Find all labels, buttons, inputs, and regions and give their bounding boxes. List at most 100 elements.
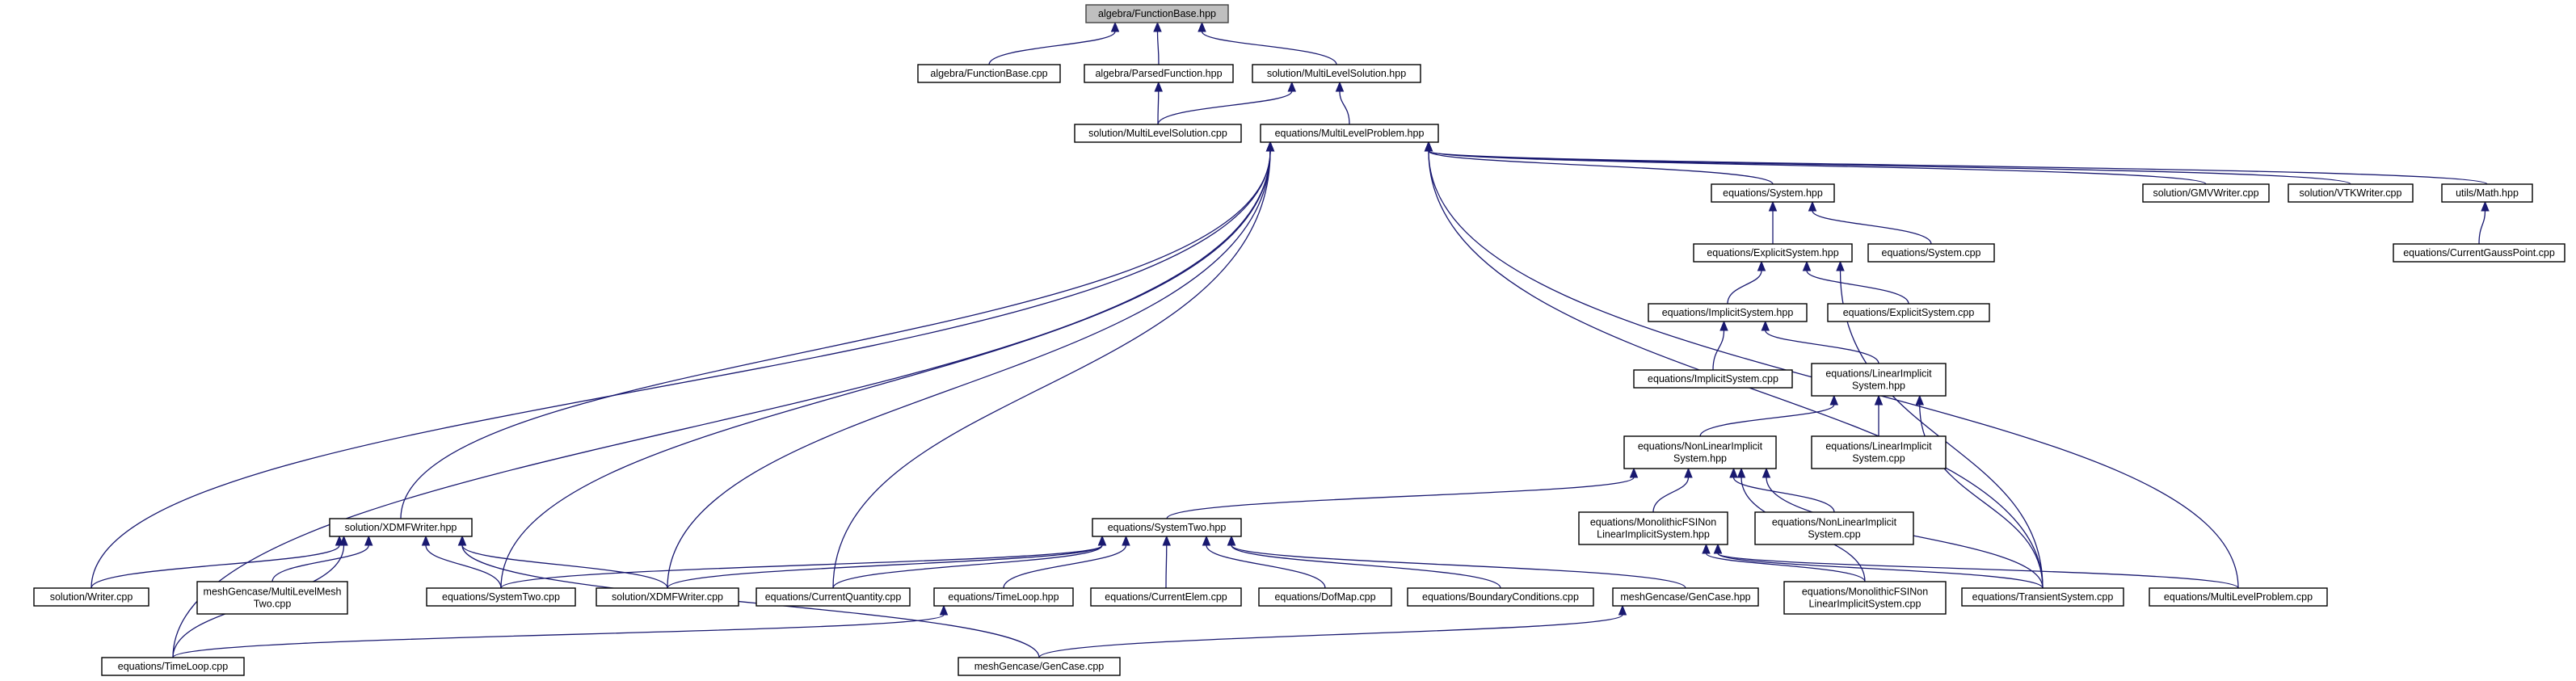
file-node-box <box>1711 183 1835 203</box>
arrowhead <box>1335 81 1345 92</box>
file-node-cgp-cpp[interactable]: equations/CurrentGaussPoint.cpp <box>2393 243 2565 263</box>
file-node-st-hpp[interactable]: equations/SystemTwo.hpp <box>1092 518 1242 537</box>
include-edge <box>2478 210 2486 245</box>
file-node-pf-hpp[interactable]: algebra/ParsedFunction.hpp <box>1084 64 1234 83</box>
file-node-box <box>2149 587 2328 607</box>
file-node-box <box>101 657 245 676</box>
file-node-sys-hpp[interactable]: equations/System.hpp <box>1711 183 1835 203</box>
file-node-label: Two.cpp <box>254 599 292 610</box>
file-node-label: algebra/FunctionBase.hpp <box>1098 8 1216 19</box>
arrowhead <box>1153 21 1162 32</box>
file-node-box <box>1648 303 1808 322</box>
file-node-mls-cpp[interactable]: solution/MultiLevelSolution.cpp <box>1074 124 1242 143</box>
file-node-mlp-hpp[interactable]: equations/MultiLevelProblem.hpp <box>1260 124 1439 143</box>
file-node-label: equations/NonLinearImplicit <box>1772 517 1897 528</box>
file-node-is-cpp[interactable]: equations/ImplicitSystem.cpp <box>1633 369 1793 389</box>
file-node-box <box>1961 587 2124 607</box>
file-node-tl-hpp[interactable]: equations/TimeLoop.hpp <box>933 587 1074 607</box>
file-node-gc-hpp[interactable]: meshGencase/GenCase.hpp <box>1612 587 1759 607</box>
include-edge <box>1003 544 1127 589</box>
file-node-mfsi-hpp[interactable]: equations/MonolithicFSINonLinearImplicit… <box>1578 511 1728 545</box>
file-node-box <box>2441 183 2533 203</box>
file-node-box <box>1084 64 1234 83</box>
file-node-vtk-cpp[interactable]: solution/VTKWriter.cpp <box>2288 183 2414 203</box>
arrowhead <box>1154 81 1163 92</box>
include-edge <box>172 150 1271 658</box>
file-node-label: equations/CurrentQuantity.cpp <box>765 591 902 603</box>
include-edge <box>271 544 369 582</box>
file-node-label: equations/ImplicitSystem.cpp <box>1648 373 1778 385</box>
arrowhead <box>1874 394 1884 406</box>
arrowhead <box>1713 543 1723 554</box>
file-node-label: equations/SystemTwo.cpp <box>442 591 560 603</box>
file-node-label: solution/GMVWriter.cpp <box>2153 187 2258 199</box>
file-node-mls-hpp[interactable]: solution/MultiLevelSolution.hpp <box>1252 64 1421 83</box>
file-node-label: equations/ImplicitSystem.hpp <box>1662 307 1794 318</box>
file-node-sys-cpp[interactable]: equations/System.cpp <box>1867 243 1995 263</box>
file-node-xdmf-cpp[interactable]: solution/XDMFWriter.cpp <box>596 587 739 607</box>
include-edge <box>667 150 1271 589</box>
file-node-gc-cpp[interactable]: meshGencase/GenCase.cpp <box>958 657 1121 676</box>
arrowhead <box>1287 81 1296 92</box>
file-node-cq-cpp[interactable]: equations/CurrentQuantity.cpp <box>756 587 911 607</box>
file-node-ts-cpp[interactable]: equations/TransientSystem.cpp <box>1961 587 2124 607</box>
arrowhead <box>364 535 373 546</box>
file-node-math-hpp[interactable]: utils/Math.hpp <box>2441 183 2533 203</box>
file-node-label: meshGencase/GenCase.cpp <box>974 661 1105 672</box>
file-node-es-cpp[interactable]: equations/ExplicitSystem.cpp <box>1827 303 1990 322</box>
file-node-lis-cpp[interactable]: equations/LinearImplicitSystem.cpp <box>1811 435 1947 469</box>
file-node-fb-hpp[interactable]: algebra/FunctionBase.hpp <box>1085 4 1229 23</box>
arrowhead <box>421 535 431 546</box>
file-node-writer-cpp[interactable]: solution/Writer.cpp <box>33 587 149 607</box>
file-node-box <box>196 581 348 615</box>
include-edge <box>1428 150 1774 185</box>
include-edge <box>1705 553 1866 582</box>
include-edge <box>1201 31 1337 65</box>
include-edge <box>1206 544 1326 589</box>
file-node-box <box>958 657 1121 676</box>
file-node-box <box>1811 435 1947 469</box>
file-node-label: meshGencase/MultiLevelMesh <box>204 586 342 598</box>
arrowhead <box>1110 21 1120 32</box>
file-node-tl-cpp[interactable]: equations/TimeLoop.cpp <box>101 657 245 676</box>
file-node-label: System.hpp <box>1673 453 1727 465</box>
file-node-mfsi-cpp[interactable]: equations/MonolithicFSINonLinearImplicit… <box>1783 581 1947 615</box>
file-node-gmv-cpp[interactable]: solution/GMVWriter.cpp <box>2142 183 2270 203</box>
file-node-label: equations/MultiLevelProblem.cpp <box>2164 591 2313 603</box>
file-node-st-cpp[interactable]: equations/SystemTwo.cpp <box>426 587 576 607</box>
arrowhead <box>1702 543 1711 554</box>
include-edge <box>172 614 945 658</box>
file-node-dof-cpp[interactable]: equations/DofMap.cpp <box>1258 587 1392 607</box>
file-node-fb-cpp[interactable]: algebra/FunctionBase.cpp <box>917 64 1061 83</box>
file-node-box <box>2288 183 2414 203</box>
file-node-box <box>329 518 473 537</box>
arrowhead <box>1761 320 1770 331</box>
file-node-box <box>1633 369 1793 389</box>
include-edge <box>1339 90 1350 125</box>
file-node-es-hpp[interactable]: equations/ExplicitSystem.hpp <box>1693 243 1853 263</box>
file-node-ce-cpp[interactable]: equations/CurrentElem.cpp <box>1090 587 1242 607</box>
file-node-label: solution/VTKWriter.cpp <box>2300 187 2402 199</box>
file-node-lis-hpp[interactable]: equations/LinearImplicitSystem.hpp <box>1811 363 1947 397</box>
include-edge <box>1806 270 1909 305</box>
file-node-bc-cpp[interactable]: equations/BoundaryConditions.cpp <box>1407 587 1594 607</box>
file-node-is-hpp[interactable]: equations/ImplicitSystem.hpp <box>1648 303 1808 322</box>
file-node-xdmf-hpp[interactable]: solution/XDMFWriter.hpp <box>329 518 473 537</box>
file-node-box <box>1811 363 1947 397</box>
file-node-label: solution/MultiLevelSolution.hpp <box>1267 68 1406 79</box>
include-edge <box>1652 477 1690 513</box>
file-node-box <box>1623 435 1777 469</box>
file-node-box <box>33 587 149 607</box>
file-node-mlp-cpp[interactable]: equations/MultiLevelProblem.cpp <box>2149 587 2328 607</box>
file-node-box <box>1783 581 1947 615</box>
file-node-label: solution/Writer.cpp <box>50 591 133 603</box>
file-node-box <box>1754 511 1914 545</box>
include-edge <box>1165 544 1168 589</box>
arrowhead <box>939 604 949 616</box>
file-node-label: System.cpp <box>1852 453 1905 465</box>
file-node-label: equations/CurrentElem.cpp <box>1105 591 1227 603</box>
arrowhead <box>2481 200 2490 212</box>
